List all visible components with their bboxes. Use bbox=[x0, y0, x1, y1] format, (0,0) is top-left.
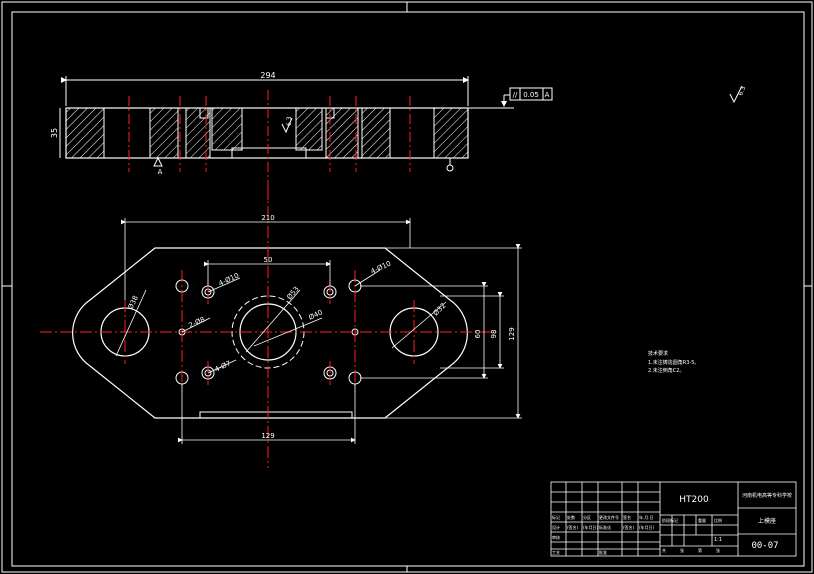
tb-cell: 分区 bbox=[583, 514, 591, 520]
tb-cell: 阶段标记 bbox=[662, 517, 678, 523]
tb-cell: 标记 bbox=[552, 514, 560, 520]
tb-cell: 审核 bbox=[552, 534, 560, 540]
title-block bbox=[550, 481, 797, 557]
tb-cell: 比例 bbox=[714, 517, 722, 523]
section-hatch bbox=[211, 107, 243, 151]
drawing-no-label: 00-07 bbox=[751, 541, 778, 551]
notes-line-2: 2.未注倒角C2。 bbox=[648, 367, 684, 374]
side-view: 294 35 // 0.05 A A 6.3 bbox=[50, 71, 553, 200]
datum-symbol: A bbox=[153, 156, 163, 176]
tb-cell: 处数 bbox=[567, 514, 575, 520]
dim-center-outer-label: Ø40 bbox=[307, 308, 323, 321]
part-name-label: 上模座 bbox=[758, 517, 776, 525]
plan-view: 210 50 4-Ø10 4-Ø10 Ø38 Ø53 Ø40 2-Ø8 4-Ø7… bbox=[40, 186, 522, 468]
dim-height-inner-label: 60 bbox=[474, 330, 482, 339]
dim-height-outer-label: 129 bbox=[508, 327, 516, 340]
dim-thickness-label: 35 bbox=[50, 128, 59, 138]
roughness-note-label: 6.3 bbox=[737, 85, 747, 97]
dim-top-label: 210 bbox=[261, 214, 274, 222]
dim-bottom-small-label: 4-Ø7 bbox=[213, 359, 232, 373]
tb-cell: (年月日) bbox=[639, 524, 655, 530]
tolerance-frame: // 0.05 A bbox=[509, 87, 553, 101]
tb-cell: (签名) bbox=[567, 524, 579, 530]
school-label: 河南机电高等专科学校 bbox=[742, 492, 792, 499]
tb-cell: 第 bbox=[698, 547, 702, 553]
tolerance-datum: A bbox=[545, 91, 550, 99]
roughness-note: 6.3 bbox=[729, 85, 747, 104]
notes-line-1: 1.未注铸造圆角R3-5。 bbox=[648, 359, 699, 366]
datum-label: A bbox=[158, 168, 163, 176]
tb-cell: 签名 bbox=[623, 514, 631, 520]
tb-cell: 工艺 bbox=[552, 550, 560, 555]
tb-cell: 重量 bbox=[698, 517, 706, 523]
dim-center-spacing-label: 50 bbox=[264, 256, 273, 264]
tb-cell: 张 bbox=[716, 547, 720, 553]
tb-cell: 设计 bbox=[552, 524, 560, 530]
notes-title: 技术要求 bbox=[648, 350, 668, 357]
tb-cell: 标准化 bbox=[599, 524, 611, 530]
section-hatch bbox=[361, 107, 391, 159]
part-outline bbox=[72, 247, 468, 419]
dim-center-bore-label: Ø53 bbox=[285, 285, 300, 301]
tb-cell: (签名) bbox=[623, 524, 635, 530]
section-hatch bbox=[325, 107, 359, 159]
roughness-bottom-icon bbox=[446, 158, 454, 172]
dim-length-label: 294 bbox=[260, 71, 275, 80]
section-hatch bbox=[433, 107, 469, 159]
technical-notes: 技术要求 1.未注铸造圆角R3-5。 2.未注倒角C2。 bbox=[648, 350, 699, 374]
tb-cell: 更改文件号 bbox=[599, 514, 619, 520]
dim-hole-small-top-label: 4-Ø10 bbox=[217, 272, 240, 288]
tb-cell: 共 bbox=[662, 547, 666, 553]
section-hatch bbox=[65, 107, 105, 159]
dim-hole-right-top-label: 4-Ø10 bbox=[369, 260, 392, 276]
dim-height-mid-label: 98 bbox=[490, 330, 498, 339]
section-hatch bbox=[295, 107, 323, 151]
section-hatch bbox=[149, 107, 179, 159]
dim-right-bore-label: Ø32 bbox=[432, 302, 448, 318]
tb-cell: (年月日) bbox=[583, 524, 599, 530]
tb-cell: 批准 bbox=[599, 549, 607, 555]
tb-cell: 年.月.日 bbox=[639, 514, 654, 520]
tolerance-value: 0.05 bbox=[523, 91, 539, 99]
tolerance-symbol: // bbox=[513, 91, 518, 99]
title-block-text: HT200 河南机电高等专科学校 上模座 00-07 1:1 标记 处数 分区 … bbox=[552, 492, 792, 555]
tb-cell: 张 bbox=[680, 547, 684, 553]
dim-bottom-label: 129 bbox=[261, 432, 274, 440]
scale-label: 1:1 bbox=[714, 537, 722, 543]
material-label: HT200 bbox=[679, 495, 709, 505]
dim-left-small-label: 2-Ø8 bbox=[187, 315, 206, 329]
roughness-inner-icon: 6.3 bbox=[281, 116, 293, 134]
roughness-inner-label: 6.3 bbox=[286, 116, 293, 126]
